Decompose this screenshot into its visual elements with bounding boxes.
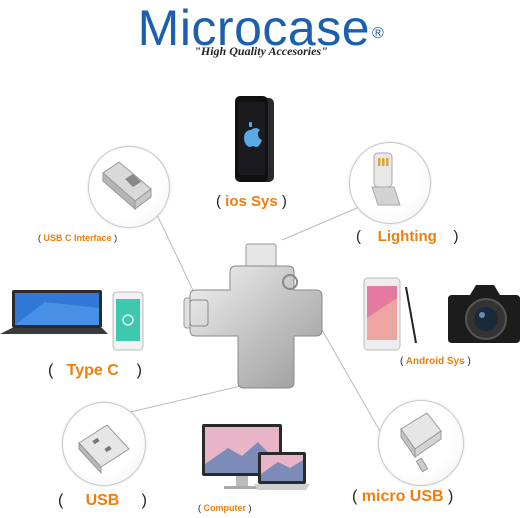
computer-monitor-icon: [202, 424, 310, 490]
label-microusb-text: micro USB: [361, 488, 444, 505]
label-usbc: ( USB C Interface ): [38, 233, 117, 243]
stylus-pen-icon: [405, 286, 417, 344]
camera-icon: [448, 285, 520, 343]
paren-close: ): [448, 488, 454, 505]
label-typec-text: Type C: [66, 362, 119, 379]
paren-open: (: [38, 233, 41, 243]
label-lighting-text: Lighting: [377, 228, 437, 245]
usbc-plug-icon: [102, 161, 152, 211]
paren-open: (: [58, 492, 64, 509]
label-usbc-text: USB C Interface: [43, 233, 112, 243]
lightning-plug-icon: [371, 152, 401, 206]
label-android: ( Android Sys ): [400, 356, 471, 367]
label-android-text: Android Sys: [405, 356, 465, 367]
laptop-icon: [0, 290, 108, 334]
paren-open: (: [352, 488, 358, 505]
iphone-icon: [235, 96, 274, 182]
brand-name: Microcase: [137, 0, 371, 56]
label-usb: ( USB ): [58, 492, 147, 510]
paren-open: (: [400, 356, 404, 367]
paren-close: ): [248, 503, 252, 513]
brand-tagline: "High Quality Accesories": [194, 44, 328, 58]
paren-open: (: [216, 193, 221, 210]
micro-usb-plug-icon: [400, 412, 442, 473]
label-lighting: ( Lighting ): [356, 228, 459, 245]
label-ios-text: ios Sys: [225, 193, 278, 210]
brand-logo: Microcase®: [0, 2, 522, 54]
registered-mark: ®: [372, 25, 385, 42]
usb-plug-icon: [78, 424, 130, 475]
micro-usb-connector-circle: [378, 400, 464, 486]
paren-close: ): [141, 492, 147, 509]
label-typec: ( Type C ): [48, 362, 142, 380]
paren-open: (: [356, 228, 361, 245]
paren-close: ): [453, 228, 459, 245]
paren-close: ): [114, 233, 118, 243]
label-microusb: ( micro USB ): [352, 488, 453, 506]
paren-open: (: [48, 362, 54, 379]
paren-open: (: [198, 503, 201, 513]
paren-close: ): [467, 356, 471, 367]
android-phone-icon: [363, 277, 401, 351]
lightning-connector-circle: [349, 142, 431, 224]
paren-close: ): [281, 193, 287, 210]
otg-4in1-drive-icon: [183, 243, 323, 389]
smartphone-icon: [112, 291, 144, 351]
usbc-connector-circle: [88, 146, 170, 228]
usb-connector-circle: [62, 402, 146, 486]
label-usb-text: USB: [85, 492, 120, 509]
label-ios: ( ios Sys ): [216, 193, 287, 210]
paren-close: ): [136, 362, 142, 379]
label-computer-text: Computer: [203, 503, 247, 513]
label-computer: ( Computer ): [198, 503, 252, 513]
